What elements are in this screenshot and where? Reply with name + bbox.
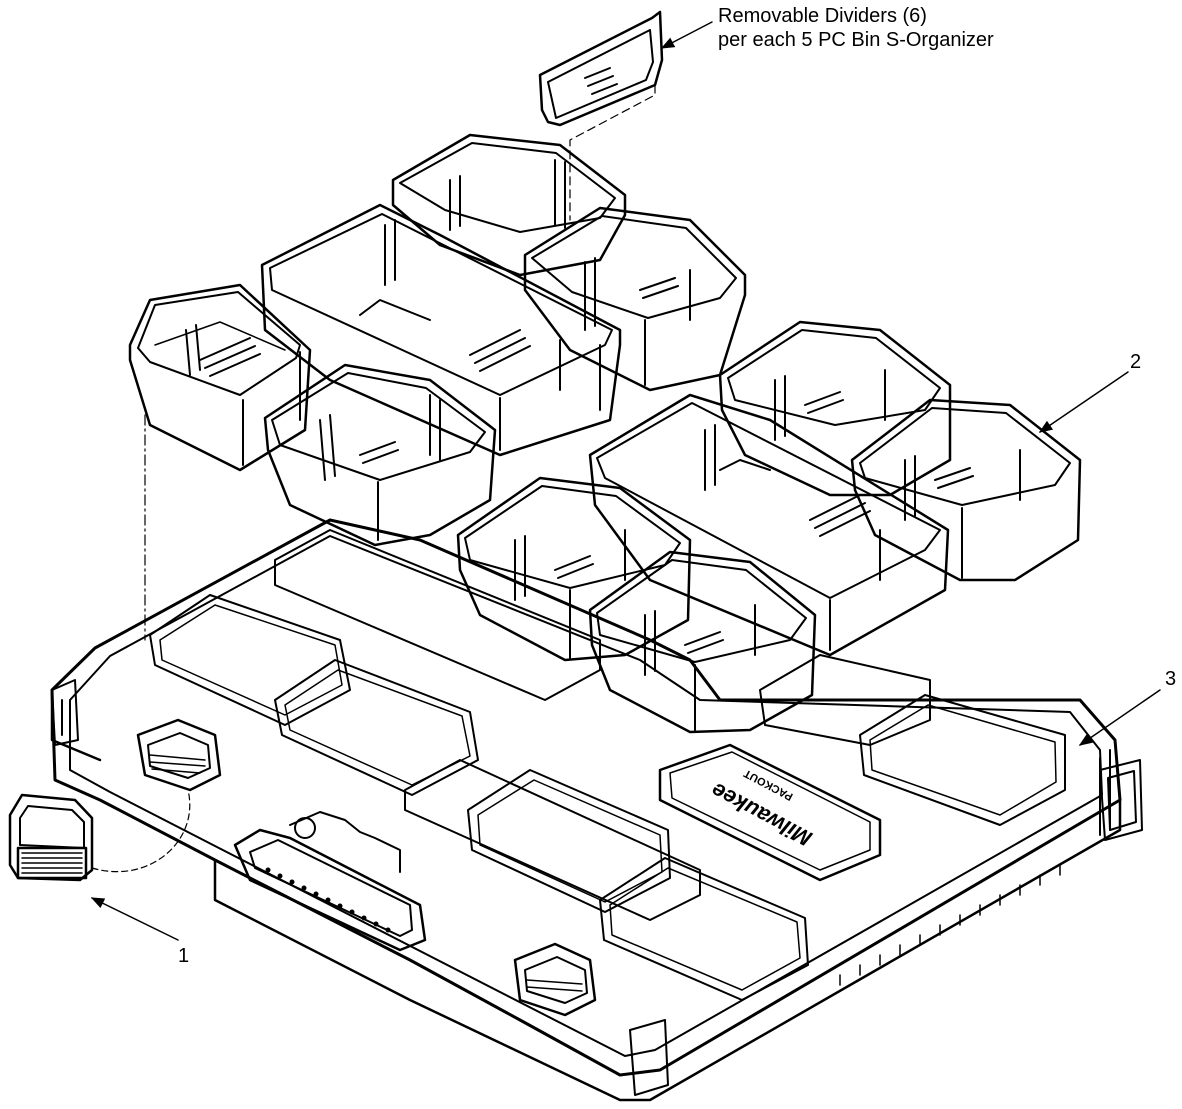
leader-dividers bbox=[660, 21, 713, 49]
bin-small-8 bbox=[588, 550, 817, 734]
tray-inner-rim bbox=[69, 535, 1103, 1057]
leader-lines bbox=[90, 21, 1161, 941]
bin-group bbox=[128, 133, 1082, 734]
tray-well-3 bbox=[467, 769, 671, 913]
tray-slot-center bbox=[404, 759, 701, 921]
bin-large-2 bbox=[588, 393, 950, 657]
tray-well-4 bbox=[599, 857, 809, 1001]
bin-small-3 bbox=[523, 206, 747, 392]
callout-part-2: 2 bbox=[1130, 351, 1142, 373]
leader-2 bbox=[1038, 371, 1129, 433]
bin-small-2 bbox=[391, 133, 627, 277]
bin-small-7 bbox=[456, 476, 692, 662]
organizer-tray: Milwaukee PACKOUT bbox=[50, 518, 1143, 1102]
callout-dividers-line2: per each 5 PC Bin S-Organizer bbox=[718, 29, 994, 51]
leader-1 bbox=[90, 897, 179, 941]
callout-part-1: 1 bbox=[178, 945, 190, 967]
tray-corner-latches bbox=[51, 679, 1143, 1096]
logo-brand-text: Milwaukee bbox=[707, 778, 816, 852]
tray-well-1 bbox=[149, 594, 351, 726]
tray-well-5 bbox=[859, 694, 1066, 826]
logo-plate bbox=[658, 743, 882, 882]
tray-latch-right bbox=[513, 942, 597, 1017]
tray-latch-left bbox=[136, 718, 222, 792]
handle-grip-dots bbox=[265, 867, 391, 933]
bin-small-1 bbox=[128, 283, 312, 472]
bin-small-6 bbox=[850, 398, 1082, 582]
tray-slot-long bbox=[274, 529, 601, 701]
loose-latch bbox=[8, 789, 191, 882]
callout-removable-dividers: Removable Dividers (6) per each 5 PC Bin… bbox=[718, 4, 994, 52]
tray-well-6 bbox=[759, 654, 931, 746]
callout-part-3: 3 bbox=[1165, 668, 1177, 690]
tray-well-2 bbox=[274, 659, 479, 796]
bin-small-4 bbox=[263, 363, 497, 547]
leader-3 bbox=[1078, 689, 1161, 746]
tray-handle bbox=[233, 828, 427, 952]
callout-dividers-line1: Removable Dividers (6) bbox=[718, 5, 927, 27]
removable-divider bbox=[538, 10, 664, 221]
tray-outline bbox=[50, 518, 1122, 1077]
